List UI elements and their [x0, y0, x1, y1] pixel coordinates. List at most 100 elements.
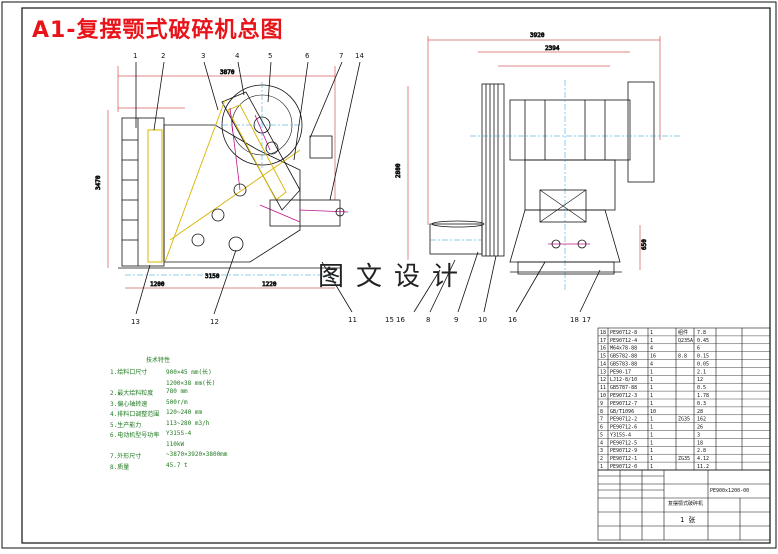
bom-cell: 162: [697, 417, 706, 423]
bom-cell: ZG35: [678, 456, 690, 462]
balloon-18: 18: [570, 316, 579, 324]
balloon-7: 7: [339, 52, 343, 60]
bom-cell: Y315S-4: [610, 432, 631, 438]
tech-spec-value: 113~280 m3/h: [166, 419, 210, 427]
bom-cell: 10: [650, 409, 656, 415]
front-view-balloons: 1 2 3 4 5 6 7 14 13 12: [131, 52, 364, 326]
tech-spec-label: 4.排料口调整范围: [110, 411, 160, 418]
tech-spec-label: 3.偏心轴转速: [110, 400, 148, 408]
bom-cell: 14: [600, 361, 606, 367]
balloon-5: 5: [268, 52, 272, 60]
bom-cell: 1: [650, 440, 653, 446]
title-block: [597, 469, 771, 541]
tech-spec-value: Y315S-4: [166, 430, 192, 437]
bom-cell: 0.15: [697, 354, 709, 360]
tech-spec-label: 8.质量: [110, 463, 130, 471]
balloon-17: 17: [582, 316, 591, 324]
bom-cell: 7: [600, 417, 603, 423]
bom-cell: 8: [600, 409, 603, 415]
dim-front-top: 3870: [220, 69, 235, 76]
inner-border: [21, 7, 771, 544]
dim-side-top-2: 2394: [545, 45, 560, 52]
bom-cell: 11: [600, 385, 606, 391]
bom-cell: PE90712-0: [610, 464, 637, 470]
bom-cell: PE90-17: [610, 369, 631, 375]
bom-cell: PE90712-4: [610, 338, 637, 344]
dim-front-bottom-2: 1220: [262, 281, 277, 288]
bom-cell: 4: [650, 346, 653, 352]
balloon-9: 9: [454, 316, 458, 324]
bom-cell: 1: [650, 385, 653, 391]
bom-cell: 7.8: [697, 330, 706, 336]
bom-cell: 4: [650, 361, 653, 367]
bom-cell: 15: [600, 354, 606, 360]
tech-spec-label: 7.外形尺寸: [110, 453, 142, 460]
bom-cell: PE90712-8: [610, 330, 637, 336]
bom-cell: 1: [650, 425, 653, 431]
bom-cell: 1: [650, 417, 653, 423]
bom-cell: 11.2: [697, 464, 709, 470]
revision-grid: [598, 475, 664, 491]
tech-spec-label: 6.电动机型号功率: [110, 432, 160, 439]
bom-cell: 1: [650, 448, 653, 454]
bom-cell: PE90712-9: [610, 448, 637, 454]
bom-cell: 2: [600, 456, 603, 462]
bom-cell: 1: [650, 401, 653, 407]
bom-cell: GB5787-88: [610, 385, 637, 391]
balloon-11: 11: [348, 316, 357, 324]
side-view: 3920 2394 2800 650: [321, 32, 680, 313]
tech-spec-heading: 技术特性: [146, 357, 171, 364]
bom-cell: 1: [600, 464, 603, 470]
dim-front-bottom-total: 3150: [205, 273, 220, 280]
balloon-13: 13: [131, 318, 140, 326]
bom-cell: 2.8: [697, 448, 706, 454]
bom-cell: 1: [650, 456, 653, 462]
bom-cell: 0.45: [697, 338, 709, 344]
bom-cell: 1: [650, 377, 653, 383]
bom-cell: 9: [600, 401, 603, 407]
bom-cell: GB/T1096: [610, 409, 634, 415]
watermark: 图文设计: [318, 262, 471, 292]
bom-cell: PE90712-2: [610, 417, 637, 423]
tech-spec-value: 1200×38 mm(长): [166, 379, 216, 387]
page-title: A1-复摆颚式破碎机总图: [32, 18, 284, 43]
dim-side-height: 2800: [395, 163, 402, 178]
tech-spec-value: 120~240 mm: [166, 409, 203, 416]
dim-side-top-1: 3920: [530, 32, 545, 39]
bom-cell: 4: [600, 440, 603, 446]
balloon-16a: 16: [396, 316, 405, 324]
bom-cell: 10: [600, 393, 606, 399]
bom-cell: 6: [600, 425, 603, 431]
dim-side-right: 650: [641, 239, 648, 250]
bom-cell: 18: [600, 330, 606, 336]
bom-cell: Q235A: [678, 338, 693, 344]
balloon-14: 14: [355, 52, 364, 60]
balloon-2: 2: [161, 52, 165, 60]
bom-cell: 1: [650, 432, 653, 438]
bom-cell: GB5783-88: [610, 361, 637, 367]
tech-spec-value: 110kW: [166, 440, 185, 448]
balloon-8: 8: [426, 316, 430, 324]
bom-cell: 2.1: [697, 369, 706, 375]
bom-cell: 5: [600, 432, 603, 438]
tech-spec-value: 45.7 t: [166, 461, 188, 469]
bom-cell: 0.5: [697, 385, 706, 391]
tech-spec-value: 780 mm: [166, 388, 188, 395]
bom-cell: 1: [650, 464, 653, 470]
balloon-15: 15: [385, 316, 394, 324]
bom-cell: 8.8: [678, 354, 687, 360]
bom-cell: PE90712-1: [610, 456, 637, 462]
tech-spec-value: 500r/m: [166, 398, 188, 406]
title-block-drawing-name: 复摆颚式破碎机: [668, 500, 703, 507]
tech-spec-label: 1.给料口尺寸: [110, 369, 148, 376]
bom-cell: 13: [600, 369, 606, 375]
side-view-balloons: 11 15 16 8 9 10 16 18 17: [348, 316, 591, 324]
tech-spec-value: ~3870×3920×3800mm: [166, 451, 228, 458]
balloon-4: 4: [235, 52, 240, 60]
tech-spec-label: 5.生产能力: [110, 421, 142, 429]
bom-cell: 4.12: [697, 456, 709, 462]
bom-cell: 0.05: [697, 361, 709, 367]
